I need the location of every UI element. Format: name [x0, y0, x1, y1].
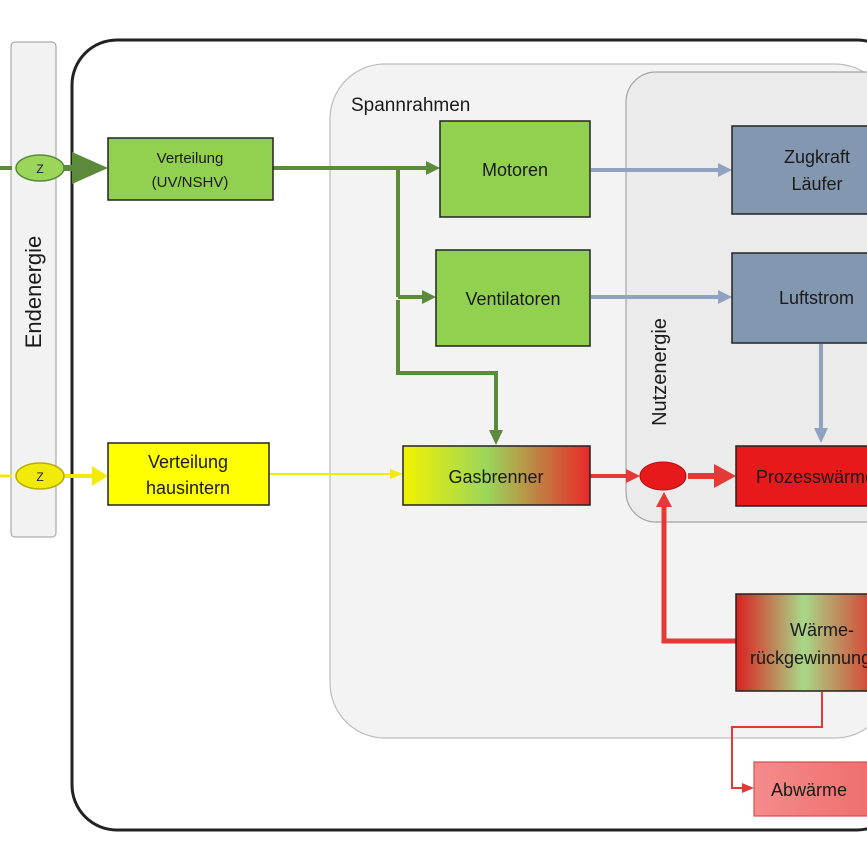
node-prozesswaerme-label: Prozesswärme	[756, 467, 867, 487]
node-verteilung-uv-line2: (UV/NSHV)	[152, 174, 229, 191]
node-verteilung-haus-line2: hausintern	[146, 478, 230, 498]
node-abwaerme-label: Abwärme	[771, 780, 847, 800]
node-zugkraft-line1: Zugkraft	[784, 147, 850, 167]
node-gasbrenner-label: Gasbrenner	[448, 467, 543, 487]
nutzenergie-label: Nutzenergie	[649, 318, 671, 426]
node-zugkraft: Zugkraft Läufer	[731, 125, 867, 215]
node-prozesswaerme: Prozesswärme	[735, 445, 867, 507]
node-verteilung-haus: Verteilung hausintern	[107, 442, 270, 506]
meter-gas: Z	[15, 462, 65, 490]
node-waermerueck-line1: Wärme-	[790, 620, 854, 640]
endenergie-label: Endenergie	[21, 236, 46, 349]
node-waermerueckgewinnung: Wärme- rückgewinnung	[735, 593, 867, 692]
gas-flow	[0, 466, 403, 486]
node-abwaerme: Abwärme	[753, 761, 867, 817]
node-luftstrom: Luftstrom	[731, 252, 867, 344]
node-motoren: Motoren	[439, 120, 591, 218]
node-luftstrom-label: Luftstrom	[779, 288, 854, 308]
node-verteilung-haus-line1: Verteilung	[148, 452, 228, 472]
node-zugkraft-line2: Läufer	[791, 174, 842, 194]
spannrahmen-label: Spannrahmen	[351, 95, 470, 116]
heat-flow	[590, 464, 823, 793]
node-motoren-label: Motoren	[482, 160, 548, 180]
useful-flow	[591, 163, 828, 443]
heat-junction	[639, 461, 687, 491]
node-gasbrenner: Gasbrenner	[402, 445, 591, 506]
meter-electric: Z	[15, 154, 65, 182]
meter-electric-label: Z	[36, 162, 43, 176]
node-verteilung-uv-line1: Verteilung	[157, 150, 224, 167]
node-ventilatoren: Ventilatoren	[435, 249, 591, 347]
electric-flow	[0, 152, 503, 445]
node-ventilatoren-label: Ventilatoren	[465, 289, 560, 309]
meter-gas-label: Z	[36, 470, 43, 484]
node-waermerueck-line2: rückgewinnung	[750, 648, 867, 668]
node-verteilung-uv: Verteilung (UV/NSHV)	[107, 137, 274, 201]
